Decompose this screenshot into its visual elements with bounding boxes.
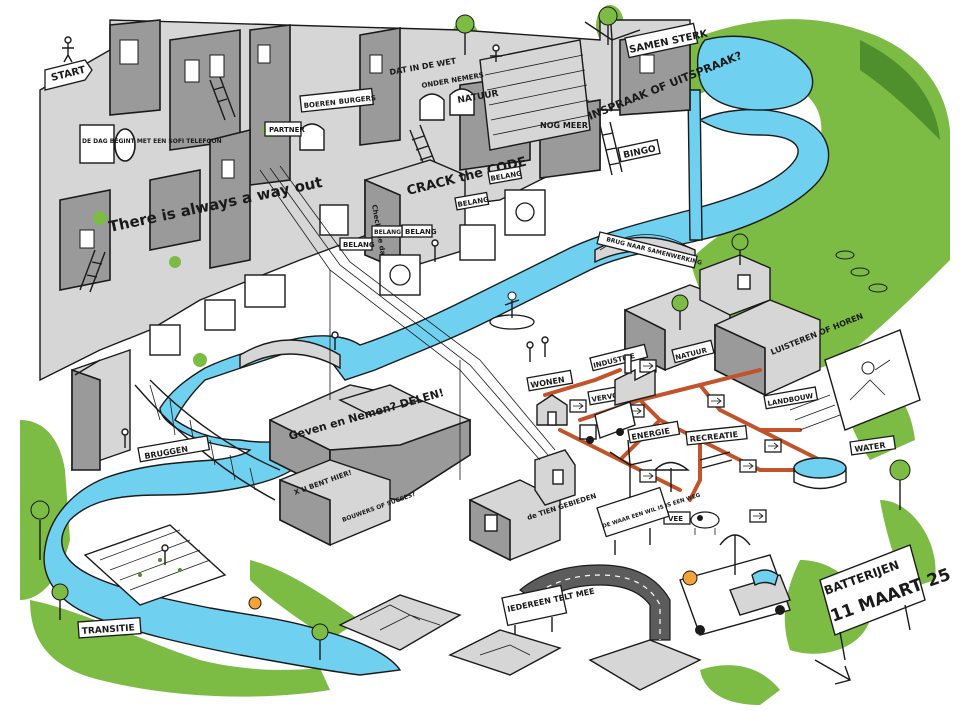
boeren-burgers-sign: BOEREN BURGERS [299, 87, 376, 113]
bruggen-sign: BRUGGEN [137, 435, 211, 463]
tree-icon [598, 6, 618, 45]
transitie-label: TRANSITIE [82, 623, 136, 637]
dag-begint-label: DE DAG BEGINT MET EEN SOFI TELEFOON [82, 138, 222, 145]
central-building: Geven en Nemen? DELEN! X U BENT HIER! BO… [269, 384, 471, 547]
bingo-sign: BINGO [617, 138, 661, 163]
truck-icon [579, 401, 636, 444]
partner-label: PARTNER [269, 126, 305, 134]
vee-label: VEE [668, 515, 683, 523]
boeren-label: BOEREN [303, 99, 336, 110]
belang-label-5: BELANG [374, 229, 401, 236]
left-tower [71, 349, 131, 471]
people [62, 36, 549, 565]
cow-icon [690, 511, 720, 535]
nog-meer-label: NOG MEER [540, 121, 588, 130]
tree-icon [311, 623, 329, 660]
batterijen-billboard: BATTERIJEN 11 MAART 25 [819, 544, 953, 661]
ladder-icon [209, 76, 236, 121]
ladder-icon [409, 124, 441, 181]
ladder-icon [79, 249, 106, 293]
transitie-sign: TRANSITIE [77, 616, 142, 639]
iedereen-sign: IEDEREEN TELT MEE [501, 584, 595, 640]
boat [489, 291, 535, 330]
power-lines [259, 165, 556, 480]
tree-icon [731, 233, 749, 265]
bridge-cooperation: BRUG NAAR SAMENWERKING [594, 231, 703, 269]
burgers-label: BURGERS [338, 94, 376, 106]
recreation-parasol [653, 451, 733, 492]
belang-label-4: BELANG [343, 241, 375, 249]
ladder-icon [599, 121, 623, 176]
tree-icon [889, 459, 911, 510]
tien-gebieden-building: de TIEN GEBIEDEN [469, 479, 598, 562]
tree-icon [671, 294, 689, 330]
tree-icon [455, 14, 475, 55]
tree-icon [30, 500, 50, 560]
shed [534, 449, 576, 506]
factory [614, 354, 656, 406]
landbouw-field [789, 394, 841, 431]
start-sign: START [44, 59, 93, 91]
solar-panel-icon [679, 534, 791, 636]
arrow-icon [814, 659, 851, 685]
partner-sign: PARTNER [264, 121, 305, 137]
house [536, 394, 568, 426]
water-tank [793, 457, 847, 490]
water-label: WATER [854, 441, 886, 454]
bottom-pits [338, 594, 702, 691]
tree-icon [51, 583, 69, 620]
road [519, 564, 671, 641]
staircase [479, 39, 591, 151]
belang-label-1: BELANG [405, 228, 437, 236]
billboard-dancer [824, 329, 921, 431]
farm-field [83, 524, 227, 606]
trees [30, 6, 911, 660]
